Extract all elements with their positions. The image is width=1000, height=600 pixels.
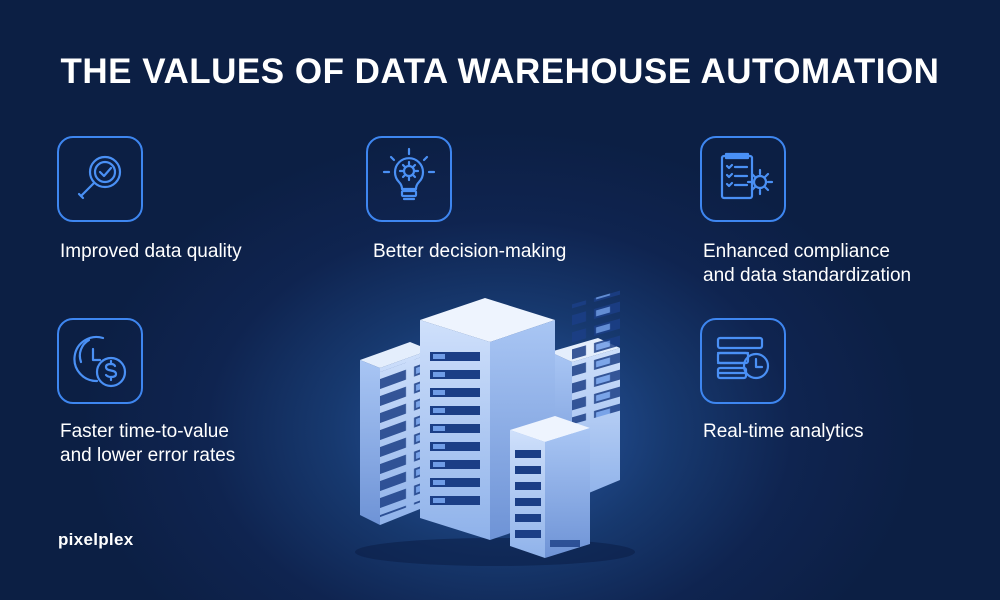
lightbulb-gear-icon	[366, 136, 452, 222]
feature-label-decision-making: Better decision-making	[373, 241, 567, 262]
feature-label-real-time-analytics: Real-time analytics	[703, 421, 864, 442]
page-title: THE VALUES OF DATA WAREHOUSE AUTOMATION	[60, 52, 940, 91]
feature-label-time-to-value: Faster time-to-value and lower error rat…	[60, 421, 236, 466]
magnifier-check-icon	[57, 136, 143, 222]
clock-dollar-icon	[57, 318, 143, 404]
brand-logo: pixelplex	[58, 530, 134, 549]
stack-clock-icon	[700, 318, 786, 404]
server-racks-illustration	[355, 290, 635, 566]
feature-label-compliance: Enhanced compliance and data standardiza…	[703, 241, 912, 286]
feature-label-data-quality: Improved data quality	[60, 241, 242, 262]
checklist-gear-icon	[700, 136, 786, 222]
